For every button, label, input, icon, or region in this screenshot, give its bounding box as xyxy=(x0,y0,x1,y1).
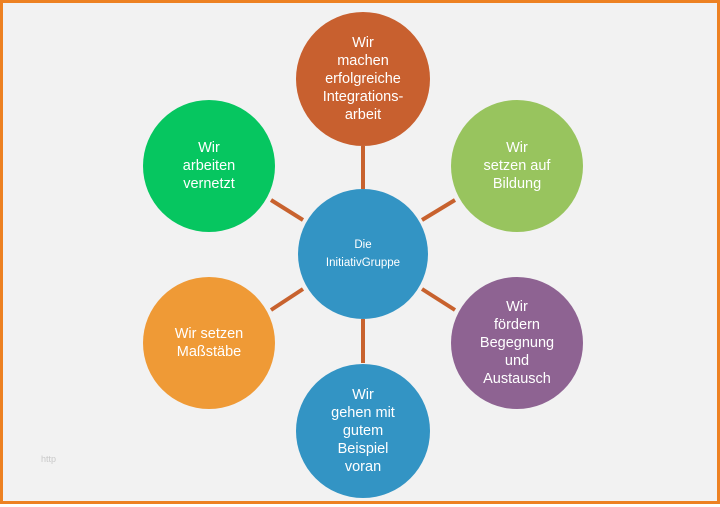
hub-and-spoke-diagram xyxy=(143,12,583,498)
circle-upper-right xyxy=(451,100,583,232)
circle-top xyxy=(296,12,430,146)
circle-upper-left xyxy=(143,100,275,232)
connector-upper-left xyxy=(269,198,305,222)
connector-upper-right xyxy=(420,198,457,222)
watermark-text: http xyxy=(41,454,57,464)
circle-bottom xyxy=(296,364,430,498)
connector-lower-right xyxy=(420,287,457,312)
circle-center xyxy=(298,189,428,319)
connector-lower-left xyxy=(269,287,305,312)
circle-lower-right xyxy=(451,277,583,409)
circle-lower-left xyxy=(143,277,275,409)
